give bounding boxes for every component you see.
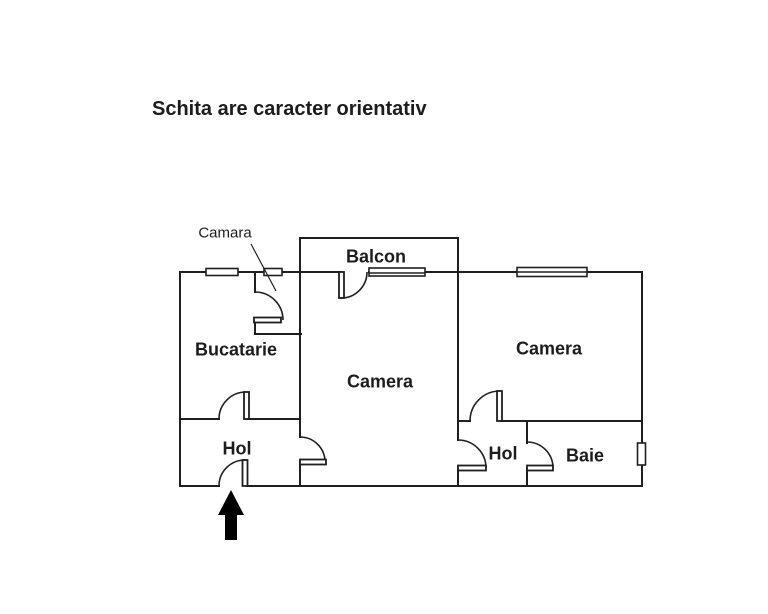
balcony-window-icon [368,267,426,277]
label-balcon: Balcon [345,246,407,267]
entrance-arrow-icon [218,490,244,540]
kitchen-door-leaf-icon [243,391,250,420]
kitchen-door-arc-icon [218,391,247,420]
right-room-door-leaf-icon [496,390,503,422]
balcony-door-arc-icon [340,271,368,299]
label-bucatarie: Bucatarie [194,339,278,360]
page-title: Schita are caracter orientativ [152,98,427,120]
label-baie: Baie [565,445,605,466]
balcony-door-leaf-icon [338,271,345,299]
pantry-door-arc-icon [254,291,284,321]
center-room-door-arc-icon [299,436,326,463]
bath-door-arc-icon [526,441,554,469]
label-hol-left: Hol [222,438,252,459]
right-hall-door-leaf-icon [457,464,487,472]
entrance-door-arc-icon [218,459,246,487]
bath-door-leaf-icon [526,464,554,472]
right-room-door-arc-icon [469,390,501,422]
label-camara: Camara [198,224,252,242]
bath-window-icon [636,442,647,466]
pantry-leader-line [250,243,277,292]
label-camera-center: Camera [346,371,414,392]
right-hall-door-arc-icon [457,439,487,469]
pantry-window-icon [263,267,283,277]
label-hol-right: Hol [488,443,518,464]
center-room-door-leaf-icon [299,458,327,466]
label-camera-right: Camera [515,338,583,359]
kitchen-window-icon [205,267,239,277]
entrance-door-leaf-icon [241,459,249,487]
pantry-door-leaf-icon [253,316,282,324]
